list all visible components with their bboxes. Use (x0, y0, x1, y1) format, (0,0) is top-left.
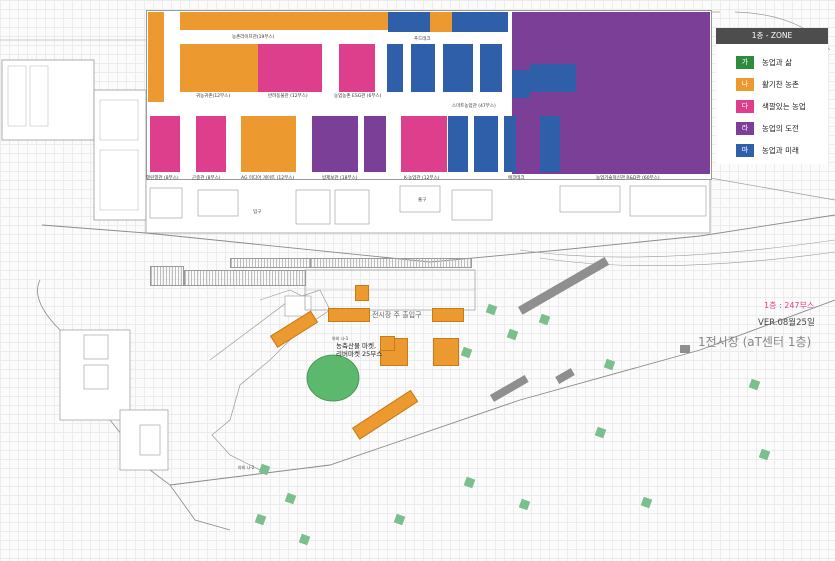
label-entrance: 입구 (253, 210, 262, 215)
booth-block-ag-media[interactable] (241, 116, 296, 172)
label-special: 방제보관 (18부스) (322, 176, 358, 181)
booth-block-smart-2[interactable] (411, 44, 435, 92)
legend-row-zone-c: 다 색깔있는 농업 (736, 100, 828, 114)
label-rnd: 농업기술혁신관 R&D관 (60부스) (596, 176, 660, 181)
booth-block-k-farm[interactable] (401, 116, 447, 172)
booth-block-smart-3[interactable] (443, 44, 473, 92)
legend-label: 색깔있는 농업 (762, 102, 806, 111)
label-market-tag: 야외 나-1 (332, 336, 349, 341)
booth-block-esg[interactable] (339, 44, 375, 92)
booth-block-return-farm[interactable] (180, 44, 258, 92)
booth-block-eco-2[interactable] (474, 116, 498, 172)
legend-label: 농업의 도전 (762, 124, 799, 133)
booth-block-rnd-blue-1[interactable] (512, 70, 530, 98)
booth-block-healing[interactable] (150, 116, 180, 172)
label-outdoor-tag: 야외 나-2 (238, 465, 255, 470)
legend-swatch: 가 (736, 56, 754, 69)
booth-block-eco-1[interactable] (448, 116, 468, 172)
booth-entrance-3[interactable] (432, 308, 464, 322)
booth-block-special-1[interactable] (312, 116, 358, 172)
label-main-entrance: 전시장 주 출입구 (372, 311, 422, 319)
booth-market-2[interactable] (433, 338, 459, 366)
label-goodfood: 곤충관 (8부스) (192, 176, 221, 181)
booth-block-left-strip[interactable] (148, 12, 164, 102)
booth-block-goodfood[interactable] (196, 116, 226, 172)
version-label: VER.08월25일 (758, 318, 815, 328)
escalator-left (150, 266, 184, 286)
label-ag-media: AG 미디어 게이트 (12부스) (241, 176, 295, 181)
legend-label: 농업과 삶 (762, 58, 792, 67)
legend-title: 1층 - ZONE (716, 28, 828, 44)
legend-label: 활기찬 농촌 (762, 80, 799, 89)
venue-title: 1전시장 (aT센터 1층) (698, 335, 812, 349)
booth-block-smart-1[interactable] (387, 44, 403, 92)
legend-row-zone-a: 가 농업과 삶 (736, 56, 828, 70)
booth-block-rural-strip[interactable] (180, 12, 390, 30)
booth-block-smart-4[interactable] (480, 44, 502, 92)
label-exit: 출구 (418, 198, 427, 203)
walkway-right (310, 258, 472, 268)
label-esg: 농업농촌 ESG관 (6부스) (334, 94, 382, 99)
legend-swatch: 마 (736, 144, 754, 157)
legend-label: 농업과 미래 (762, 146, 799, 155)
legend-row-zone-b: 나 활기찬 농촌 (736, 78, 828, 92)
label-food-tech: 푸드테크 (414, 37, 431, 42)
zone-legend: 1층 - ZONE 가 농업과 삶 나 활기찬 농촌 다 색깔있는 농업 라 농… (716, 28, 828, 164)
outdoor-structure-4 (680, 345, 690, 353)
walkway (230, 258, 312, 268)
legend-swatch: 다 (736, 100, 754, 113)
label-healing: 열린열관 (8부스) (146, 176, 179, 181)
label-rural-life: 농촌라이프관(19부스) (232, 35, 275, 40)
booth-entrance-2[interactable] (328, 308, 370, 322)
label-k-farm: K-농업관 (12부스) (404, 176, 440, 181)
legend-row-zone-e: 마 농업과 미래 (736, 144, 828, 158)
escalator-center (184, 270, 306, 286)
booth-block-special-2[interactable] (364, 116, 386, 172)
legend-row-zone-d: 라 농업의 도전 (736, 122, 828, 136)
label-eco: 에코테크 (508, 176, 525, 181)
booth-entrance-1[interactable] (355, 285, 369, 301)
booth-block-rnd-blue-2[interactable] (530, 64, 576, 92)
legend-swatch: 나 (736, 78, 754, 91)
booth-block-eco-3[interactable] (504, 116, 516, 172)
label-companion: 반려동물관 (12부스) (268, 94, 308, 99)
booth-count: 1층 : 247부스 (764, 301, 815, 310)
booth-block-companion[interactable] (258, 44, 322, 92)
label-smart-farm: 스마트농업관 (47부스) (452, 104, 496, 109)
booth-block-foodtech-orange[interactable] (430, 12, 452, 32)
booth-market-1a[interactable] (380, 336, 395, 351)
booth-block-eco-4[interactable] (540, 116, 560, 172)
legend-swatch: 라 (736, 122, 754, 135)
label-market: 농축산물 마켓, 리버마켓 25부스 (336, 342, 383, 358)
label-return-farm: 귀농귀촌(12부스) (196, 94, 231, 99)
